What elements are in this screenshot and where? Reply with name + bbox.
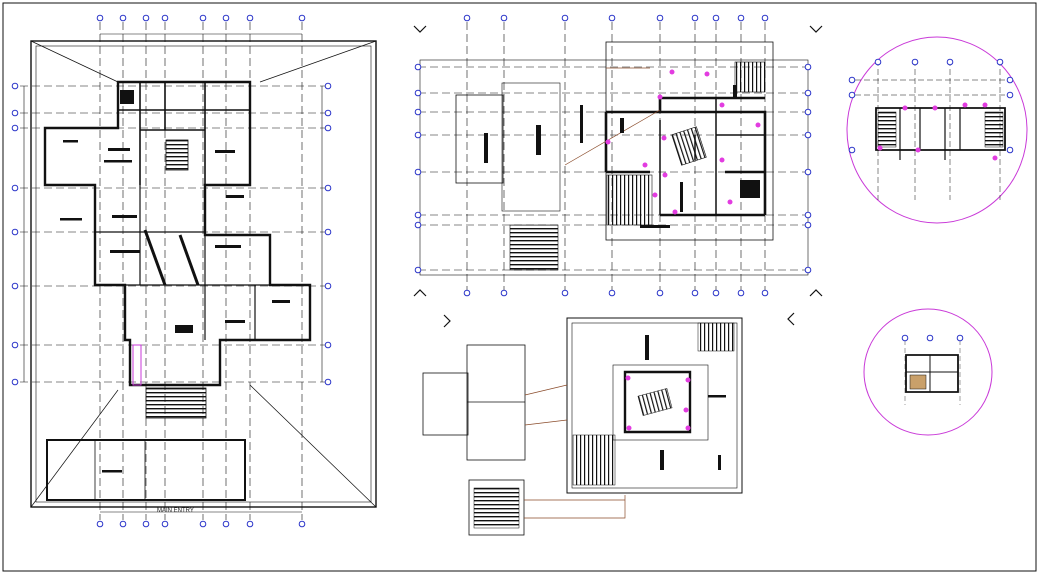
grid-bubble [656,289,664,297]
grid-bubble [324,341,332,349]
grid-bubble [11,228,19,236]
grid-bubble [11,378,19,386]
grid-bubble [161,14,169,22]
grid-bubble [608,14,616,22]
grid-bubble [1006,76,1014,84]
grid-bubble [119,14,127,22]
section-arrow-icon [787,312,795,326]
grid-bubble [324,228,332,236]
grid-bubble [712,14,720,22]
grid-bubble [901,334,909,342]
grid-bubble [298,14,306,22]
grid-bubble [463,289,471,297]
left-floor-plan [20,22,377,520]
grid-bubble [737,289,745,297]
detail-callout-large [846,36,1028,224]
grid-bubble [804,89,812,97]
grid-bubble [848,91,856,99]
grid-bubble [804,221,812,229]
grid-bubble [324,82,332,90]
grid-bubble [608,289,616,297]
grid-bubble [874,58,882,66]
grid-bubble [996,58,1004,66]
grid-bubble [1006,146,1014,154]
section-arrow-icon [809,289,823,297]
grid-bubble [414,108,422,116]
grid-bubble [96,520,104,528]
grid-bubble [11,82,19,90]
grid-bubble [463,14,471,22]
section-arrow-icon [809,25,823,33]
grid-bubble [298,520,306,528]
grid-bubble [324,282,332,290]
lower-floor-plan [422,317,743,536]
grid-bubble [324,184,332,192]
grid-bubble [142,520,150,528]
grid-bubble [246,520,254,528]
section-arrow-icon [413,289,427,297]
detail-callout-small [863,308,993,436]
grid-bubble [737,14,745,22]
grid-bubble [11,341,19,349]
grid-bubble [761,289,769,297]
grid-bubble [414,63,422,71]
grid-bubble [11,282,19,290]
grid-bubble [804,266,812,274]
grid-bubble [199,14,207,22]
grid-bubble [119,520,127,528]
grid-bubble [161,520,169,528]
grid-bubble [222,14,230,22]
grid-bubble [500,14,508,22]
grid-bubble [246,14,254,22]
grid-bubble [11,124,19,132]
grid-bubble [691,289,699,297]
grid-bubble [761,14,769,22]
grid-bubble [324,109,332,117]
grid-bubble [848,146,856,154]
grid-bubble [926,334,934,342]
grid-bubble [414,168,422,176]
grid-bubble [848,76,856,84]
grid-bubble [804,168,812,176]
grid-bubble [946,58,954,66]
grid-bubble [414,266,422,274]
grid-bubble [11,184,19,192]
center-floor-plan [418,22,810,295]
main-entry-label: MAIN ENTRY [157,508,194,514]
grid-bubble [656,14,664,22]
section-arrow-icon [443,314,451,328]
grid-bubble [911,58,919,66]
grid-bubble [804,108,812,116]
grid-bubble [324,378,332,386]
grid-bubble [804,131,812,139]
grid-bubble [691,14,699,22]
grid-bubble [96,14,104,22]
grid-bubble [324,124,332,132]
grid-bubble [561,14,569,22]
grid-markers [11,14,1014,528]
grid-bubble [712,289,720,297]
grid-bubble [142,14,150,22]
grid-bubble [414,211,422,219]
grid-bubble [11,109,19,117]
section-arrow-icon [413,25,427,33]
grid-bubble [500,289,508,297]
grid-bubble [561,289,569,297]
grid-bubble [414,221,422,229]
grid-bubble [804,63,812,71]
grid-bubble [199,520,207,528]
grid-bubble [1006,91,1014,99]
grid-bubble [222,520,230,528]
grid-bubble [414,89,422,97]
grid-bubble [414,131,422,139]
grid-bubble [956,334,964,342]
grid-bubble [804,211,812,219]
